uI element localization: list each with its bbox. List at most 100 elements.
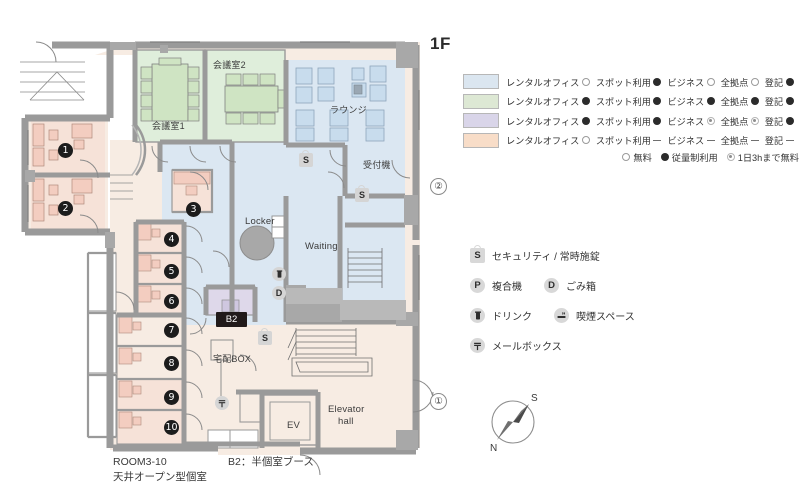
legend-item: 全拠点 [721,75,759,89]
legend-mark-open [581,77,590,86]
trash-icon: D [272,286,286,300]
legend-mark-filled [785,97,794,106]
legend-item: 登記 [765,75,794,89]
legend-mark-dash [706,139,715,141]
legend-item-group: レンタルオフィス スポット利用 ビジネス 全拠点 登記 [506,133,800,147]
room-number-badge: 6 [164,294,179,309]
legend-item-label: 登記 [764,77,784,88]
entrance-marker: ① [430,393,447,410]
legend-row: レンタルオフィス スポット利用 ビジネス 全拠点 登記 [463,131,799,151]
legend-item-label: ビジネス [667,136,705,147]
legend-note-item: 無料 [622,150,652,164]
drink-icon [470,308,485,323]
legend-item: レンタルオフィス [506,94,590,108]
legend-item: レンタルオフィス [506,114,590,128]
legend-mark-dash [785,139,794,141]
legend-item-label: ビジネス [667,77,705,88]
facility-legend-item: D ごみ箱 [544,278,596,293]
legend-item: 全拠点 [721,133,759,147]
compass-rose: S N [475,385,555,460]
trash-icon: D [544,278,559,293]
legend-item-label: 登記 [764,136,784,147]
legend-item-group: レンタルオフィス スポット利用 ビジネス 全拠点 登記 [506,75,800,89]
mailbox-icon: 〒 [215,396,229,410]
legend-note-label: 1日3hまで無料 [737,153,799,163]
caption-booth: B2：半個室ブース [228,456,314,468]
legend-item: スポット利用 [596,133,662,147]
legend-item-label: レンタルオフィス [506,136,580,147]
compass-south-label: S [531,393,538,404]
legend-color-swatch [463,74,499,90]
legend-mark-filled [581,97,590,106]
room-number-badge: 4 [164,232,179,247]
plan-room-label: Elevator [328,404,365,415]
legend-item: スポット利用 [596,94,662,108]
legend-mark-open [706,77,715,86]
facility-legend-row: ドリンク 喫煙スペース [470,308,770,323]
floor-title: 1F [430,34,451,53]
facility-legend-label: ドリンク [492,312,532,323]
room-number-badge: 3 [186,202,201,217]
legend-row: レンタルオフィス スポット利用 ビジネス 全拠点 登記 [463,72,799,92]
caption-room-range: ROOM3-10 天井オープン型個室 [113,456,207,483]
legend-item: ビジネス [667,94,715,108]
legend-mark-dbl [726,153,735,161]
plan-room-label: EV [287,420,301,431]
legend-panel: 1F レンタルオフィススポット利用ビジネス全拠点登記レンタルオフィススポット利用… [430,0,800,498]
legend-item-label: 全拠点 [720,77,749,88]
floor-plan-svg [20,41,434,476]
legend-row: レンタルオフィススポット利用 ビジネス全拠点登記 [463,92,799,112]
legend-mark-open [581,136,590,145]
plan-room-label: Locker [245,216,275,227]
facility-legend-label: ごみ箱 [566,282,596,293]
legend-item-label: レンタルオフィス [506,77,580,88]
legend-item-label: 全拠点 [720,136,749,147]
security-lock-icon: S [470,244,485,263]
legend-note-item: 1日3hまで無料 [726,150,799,164]
legend-item-label: スポット利用 [595,77,651,88]
room-number-badge: 8 [164,356,179,371]
plan-type-legend-notes: 無料 従量制利用 1日3hまで無料 [463,150,799,164]
legend-row: レンタルオフィススポット利用ビジネス全拠点登記 [463,111,799,131]
legend-item: 登記 [765,114,794,128]
legend-note-item: 従量制利用 [660,150,718,164]
legend-color-swatch [463,132,499,148]
legend-mark-dash [750,139,759,141]
drink-icon [272,267,286,281]
facility-legend-item: 喫煙スペース [554,308,635,323]
compass-north-label: N [490,443,497,454]
legend-mark-filled [653,77,662,86]
legend-item: レンタルオフィス [506,75,590,89]
legend-item-group: レンタルオフィススポット利用 ビジネス全拠点登記 [506,94,800,108]
legend-item-group: レンタルオフィススポット利用ビジネス全拠点登記 [506,114,800,128]
facility-legend-item: ドリンク [470,308,532,323]
legend-item-label: 登記 [764,97,784,108]
copier-icon: P [470,278,485,293]
room-number-badge: 9 [164,390,179,405]
legend-mark-filled [653,116,662,125]
plan-room-label: hall [338,416,354,427]
security-lock-icon: S [299,149,313,167]
plan-room-label: 受付機 [363,160,391,170]
entrance-marker: ② [430,178,447,195]
legend-color-swatch [463,93,499,109]
legend-item-label: スポット利用 [595,97,651,108]
legend-mark-dbl [706,116,715,125]
legend-item-label: スポット利用 [595,136,651,147]
legend-item: 全拠点 [721,94,759,108]
smoking-icon [554,308,569,323]
legend-item: ビジネス [667,133,715,147]
plan-room-label: ラウンジ [330,105,367,115]
legend-color-swatch [463,113,499,129]
plan-room-label: 会議室1 [152,121,185,131]
plan-room-label: Waiting [305,241,338,252]
room-number-badge: 1 [58,143,73,158]
legend-note-label: 従量制利用 [671,153,718,163]
facility-legend-row: 〒メールボックス [470,338,770,353]
legend-item-label: レンタルオフィス [506,116,580,127]
